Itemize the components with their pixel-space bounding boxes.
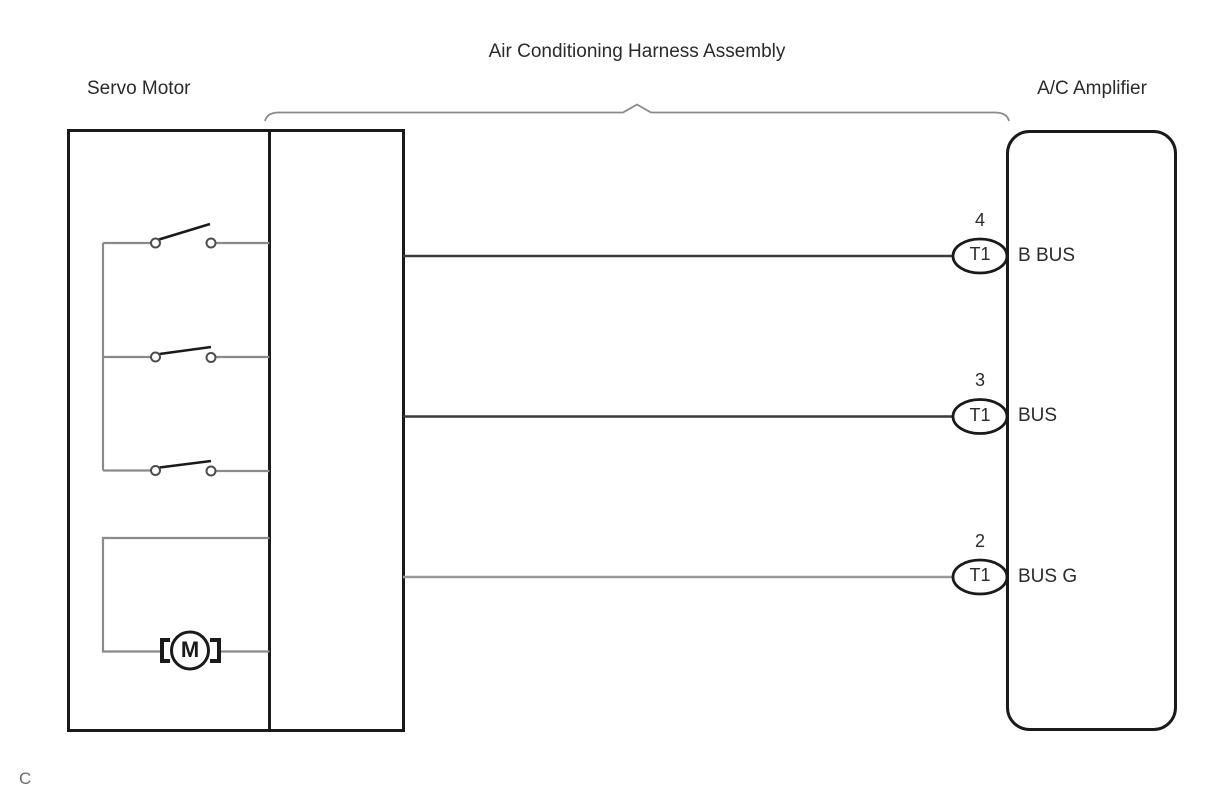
harness-brace bbox=[264, 103, 1010, 122]
switch-icon bbox=[150, 222, 217, 249]
diagram-title: Air Conditioning Harness Assembly bbox=[488, 41, 786, 62]
terminal-oval bbox=[951, 558, 1009, 596]
terminal-oval bbox=[951, 398, 1009, 435]
motor-icon bbox=[160, 630, 221, 671]
harness-connector-box bbox=[268, 129, 405, 732]
amplifier-box bbox=[1006, 130, 1177, 731]
servo-motor-label: Servo Motor bbox=[87, 78, 191, 99]
pin-number: 4 bbox=[974, 210, 985, 230]
switch-bus-wires bbox=[101, 241, 270, 473]
pin-number: 3 bbox=[974, 370, 985, 390]
terminal-label: T1 bbox=[969, 405, 991, 425]
amplifier-label: A/C Amplifier bbox=[1037, 78, 1147, 99]
signal-label: BUS G bbox=[1018, 566, 1078, 587]
signal-label: BUS bbox=[1018, 405, 1058, 426]
terminal-oval bbox=[951, 237, 1009, 275]
page-marker: C bbox=[19, 769, 32, 788]
signal-label: B BUS bbox=[1018, 245, 1076, 266]
pin-number: 2 bbox=[974, 531, 985, 551]
switch-icon bbox=[150, 345, 217, 363]
terminal-label: T1 bbox=[969, 565, 991, 585]
switch-icon bbox=[150, 459, 217, 477]
motor-loop-wires bbox=[101, 536, 270, 653]
motor-letter: M bbox=[180, 637, 200, 662]
terminal-label: T1 bbox=[969, 244, 991, 264]
